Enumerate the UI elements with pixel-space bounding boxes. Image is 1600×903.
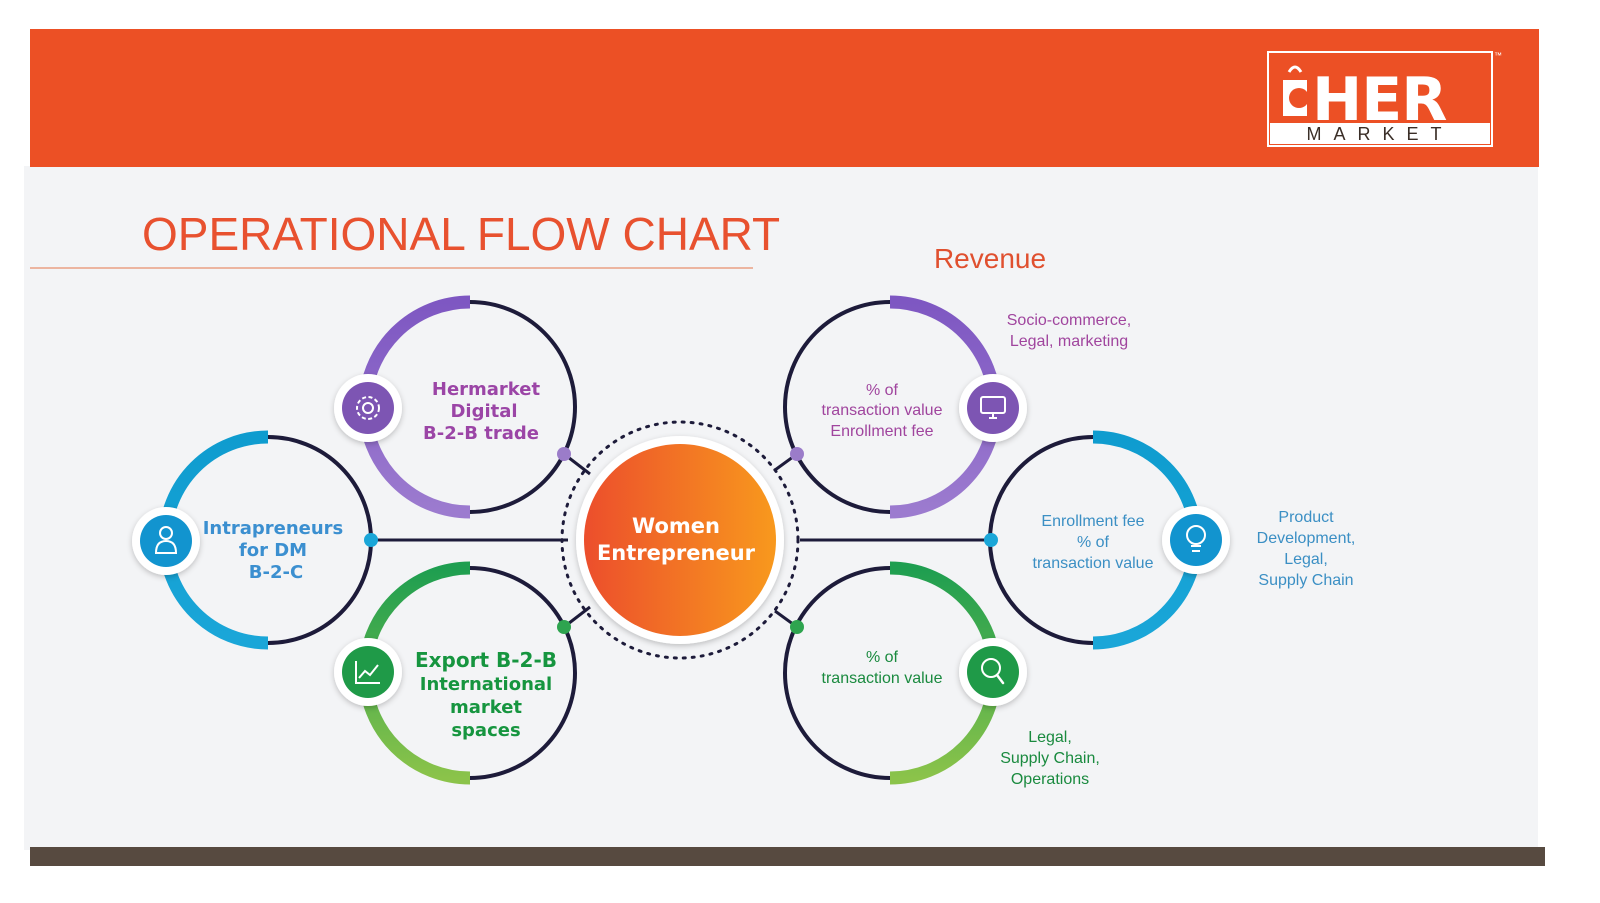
svg-text:B-2-B trade: B-2-B trade: [423, 423, 539, 444]
svg-text:transaction value: transaction value: [822, 670, 943, 687]
revenue-outer-legal: Legal, Supply Chain, Operations: [1000, 729, 1100, 788]
svg-text:Intrapreneurs: Intrapreneurs: [203, 518, 344, 539]
logo-subtitle: MARKET: [1306, 124, 1453, 144]
svg-text:% of: % of: [1077, 534, 1110, 551]
bulb-icon: [1162, 506, 1230, 574]
svg-text:for DM: for DM: [239, 540, 307, 561]
logo-trademark: ™: [1494, 51, 1502, 60]
revenue-inner-legal: % of transaction value: [822, 649, 943, 687]
svg-text:% of: % of: [866, 649, 899, 666]
revenue-heading: Revenue: [934, 243, 1046, 274]
svg-text:Export B-2-B: Export B-2-B: [415, 648, 557, 672]
person-icon: [132, 507, 200, 575]
revenue-outer-product: Product Development, Legal, Supply Chain: [1257, 509, 1356, 589]
svg-text:transaction value: transaction value: [1033, 555, 1154, 572]
node-label-intrapreneurs: Intrapreneurs for DM B-2-C: [203, 518, 344, 583]
svg-text:Legal,: Legal,: [1028, 729, 1072, 746]
svg-text:Digital: Digital: [450, 401, 517, 422]
svg-text:Supply Chain,: Supply Chain,: [1000, 750, 1100, 767]
svg-text:Hermarket: Hermarket: [432, 379, 541, 400]
svg-text:Development,: Development,: [1257, 530, 1356, 547]
center-label-line1: Women: [632, 514, 720, 538]
monitor-icon: [959, 374, 1027, 442]
logo-word: HER: [1312, 65, 1446, 135]
svg-text:Enrollment fee: Enrollment fee: [1041, 513, 1144, 530]
connector-dots: [364, 447, 998, 634]
revenue-inner-product: Enrollment fee % of transaction value: [1033, 513, 1154, 572]
svg-text:Operations: Operations: [1011, 771, 1089, 788]
page-title: OPERATIONAL FLOW CHART: [142, 208, 780, 260]
gear-icon: [334, 374, 402, 442]
chart-icon: [334, 638, 402, 706]
svg-text:Supply Chain: Supply Chain: [1258, 572, 1353, 589]
footer-bar: [30, 847, 1545, 866]
content-background: [24, 166, 1538, 850]
node-label-export: Export B-2-B International market spaces: [415, 648, 557, 741]
center-node: Women Entrepreneur: [560, 420, 800, 660]
svg-text:Product: Product: [1278, 509, 1334, 526]
search-icon: [959, 638, 1027, 706]
svg-text:International: International: [420, 674, 552, 695]
svg-text:% of: % of: [866, 382, 899, 399]
revenue-inner-socio: % of transaction value Enrollment fee: [822, 382, 943, 440]
svg-text:spaces: spaces: [451, 720, 520, 741]
center-label-line2: Entrepreneur: [597, 541, 756, 565]
node-label-hermarket: Hermarket Digital B-2-B trade: [423, 379, 540, 444]
svg-text:Enrollment fee: Enrollment fee: [830, 423, 933, 440]
hermarket-logo: HER MARKET ™: [1267, 51, 1502, 147]
svg-text:Socio-commerce,: Socio-commerce,: [1007, 312, 1131, 329]
revenue-outer-socio: Socio-commerce, Legal, marketing: [1007, 312, 1131, 350]
svg-text:transaction value: transaction value: [822, 402, 943, 419]
svg-text:B-2-C: B-2-C: [249, 562, 303, 583]
svg-text:Legal, marketing: Legal, marketing: [1010, 333, 1128, 350]
svg-text:Legal,: Legal,: [1284, 551, 1328, 568]
svg-text:market: market: [450, 697, 522, 718]
